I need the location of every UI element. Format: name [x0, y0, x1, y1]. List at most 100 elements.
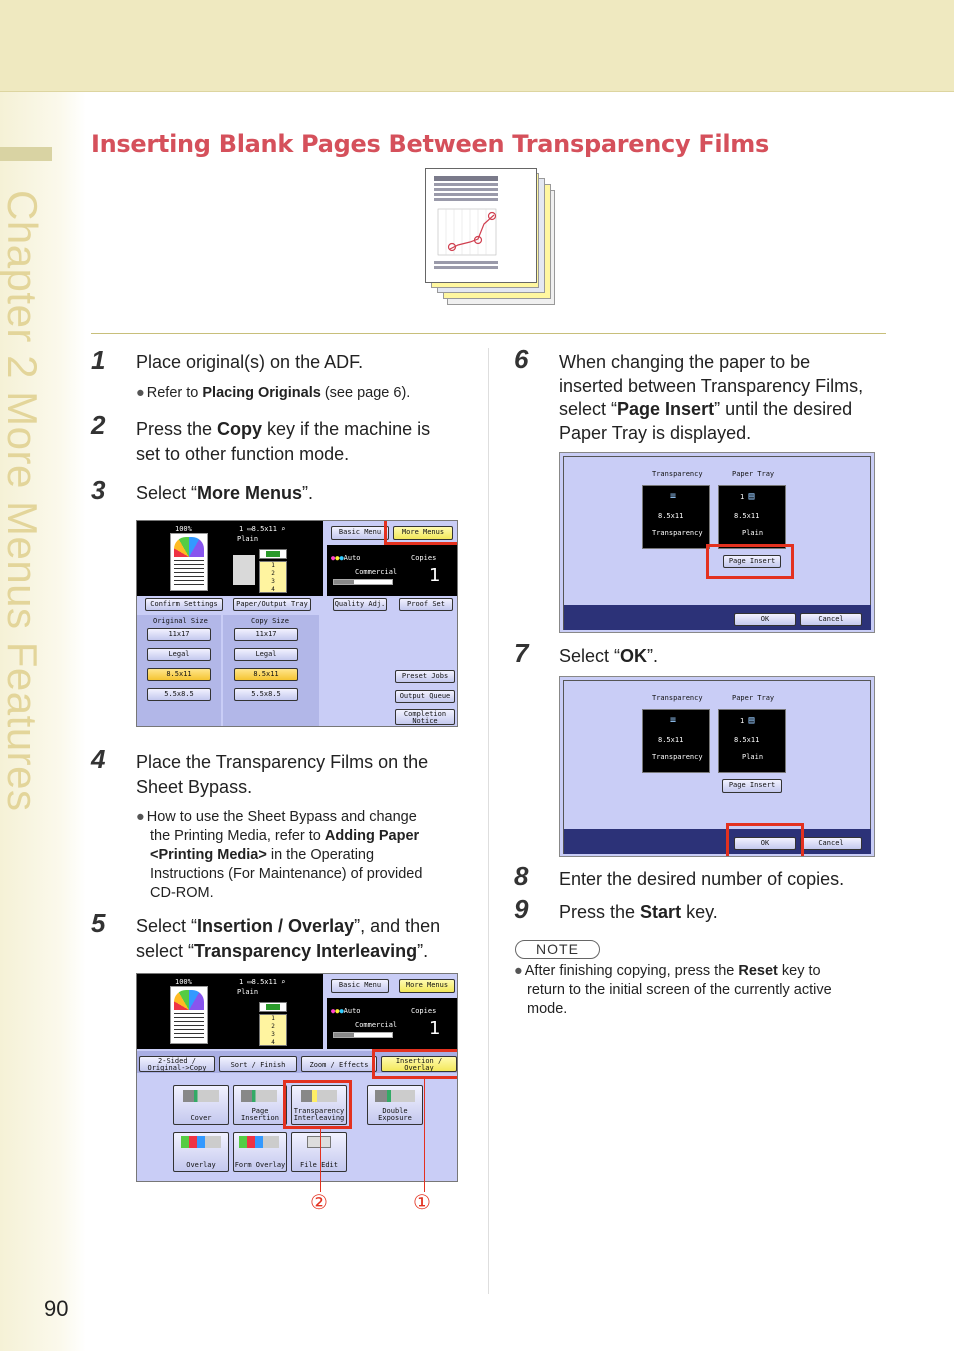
- original-size-label: Original Size: [153, 617, 208, 625]
- transparency-icon: ≡: [670, 715, 677, 726]
- quality-adj-button[interactable]: Quality Adj.: [333, 598, 387, 611]
- callout-line-1: [424, 1078, 425, 1192]
- top-band: [0, 0, 954, 92]
- ok-button[interactable]: OK: [734, 837, 796, 850]
- tab-zoom-effects[interactable]: Zoom / Effects: [301, 1056, 377, 1072]
- step-number: 9: [514, 894, 529, 924]
- step-bullet: ●Refer to Placing Originals (see page 6)…: [136, 385, 411, 401]
- output-queue-button[interactable]: Output Queue: [395, 690, 455, 703]
- highlight-insertion-overlay: [372, 1049, 457, 1079]
- paper-type-label: Plain: [237, 988, 259, 996]
- basic-menu-tab[interactable]: Basic Menu: [331, 979, 389, 993]
- tray-type: Plain: [742, 753, 764, 761]
- callout-1: ①: [413, 1192, 431, 1214]
- chapter-sidebar: [0, 92, 86, 1351]
- tray-type: Plain: [742, 529, 764, 537]
- chart-sheet-icon: [434, 176, 498, 269]
- tab-2-sided[interactable]: 2-Sided / Original->Copy: [139, 1056, 215, 1072]
- highlight-more-menus: [384, 521, 457, 545]
- highlight-page-insert: [706, 544, 794, 579]
- transparency-illustration: [425, 168, 555, 313]
- copy-size-letter[interactable]: 8.5x11: [234, 668, 298, 681]
- transparency-icon: ≡: [670, 491, 677, 502]
- transparency-size: 8.5x11: [658, 736, 684, 744]
- step-text: Press the Start key.: [559, 902, 718, 922]
- highlight-ok: [726, 823, 804, 856]
- orig-size-legal[interactable]: Legal: [147, 648, 211, 661]
- step-number: 4: [91, 744, 106, 774]
- paper-indicator: 1 ▭8.5x11 ⌕: [239, 978, 286, 986]
- tray-size: 8.5x11: [734, 512, 760, 520]
- transparency-type: Transparency: [652, 529, 703, 537]
- proof-set-button[interactable]: Proof Set: [399, 598, 453, 611]
- paper-output-tray-button[interactable]: Paper/Output Tray: [233, 598, 311, 611]
- step-bullet: ●How to use the Sheet Bypass and change …: [136, 809, 423, 901]
- orig-size-statement[interactable]: 5.5x8.5: [147, 688, 211, 701]
- copies-label: Copies: [411, 554, 437, 562]
- highlight-transparency-interleaving: [283, 1080, 352, 1129]
- step-number: 6: [514, 344, 529, 374]
- completion-notice-button[interactable]: Completion Notice: [395, 709, 455, 725]
- color-mode: ●●●Auto: [331, 1007, 361, 1015]
- page-insert-button[interactable]: Page Insert: [722, 779, 782, 793]
- step-number: 2: [91, 410, 106, 440]
- preset-jobs-button[interactable]: Preset Jobs: [395, 670, 455, 683]
- zoom-label: 100%: [175, 525, 192, 533]
- confirm-settings-button[interactable]: Confirm Settings: [145, 598, 223, 611]
- transparency-label: Transparency: [652, 470, 703, 478]
- color-mode: ●●●Auto: [331, 554, 361, 562]
- column-divider: [488, 348, 489, 1294]
- page-number: 90: [44, 1296, 69, 1321]
- transparency-size: 8.5x11: [658, 512, 684, 520]
- chapter-tab-marker: [0, 147, 52, 161]
- copy-size-legal[interactable]: Legal: [234, 648, 298, 661]
- copy-size-statement[interactable]: 5.5x8.5: [234, 688, 298, 701]
- transparency-screen-page-insert: Transparency Paper Tray ≡ 8.5x11 Transpa…: [559, 452, 875, 633]
- step-number: 7: [514, 638, 529, 668]
- step-text: Place original(s) on the ADF.: [136, 352, 364, 372]
- ok-button[interactable]: OK: [734, 613, 796, 626]
- basic-menu-tab[interactable]: Basic Menu: [331, 526, 389, 540]
- step-number: 3: [91, 475, 106, 505]
- paper-tray-label: Paper Tray: [732, 694, 775, 702]
- orig-size-letter[interactable]: 8.5x11: [147, 668, 211, 681]
- callout-line-2: [320, 1127, 321, 1192]
- tray-icon: 1 ▤: [740, 715, 755, 726]
- copy-size-11x17[interactable]: 11x17: [234, 628, 298, 641]
- quality-mode: Commercial: [355, 568, 398, 576]
- note-text: ●After finishing copying, press the Rese…: [514, 963, 832, 1017]
- tab-sort-finish[interactable]: Sort / Finish: [219, 1056, 297, 1072]
- copies-count: 1: [429, 1018, 441, 1039]
- more-menus-tab[interactable]: More Menus: [399, 979, 455, 993]
- tab-insertion-overlay[interactable]: Insertion / Overlay: [381, 1056, 457, 1072]
- transparency-type: Transparency: [652, 753, 703, 761]
- step-text: Enter the desired number of copies.: [559, 869, 845, 889]
- paper-tray-label: Paper Tray: [732, 470, 775, 478]
- step-number: 1: [91, 345, 106, 375]
- note-tag: NOTE: [515, 940, 600, 959]
- chapter-label: Chapter 2 More Menus Features: [0, 190, 46, 812]
- cancel-button[interactable]: Cancel: [800, 837, 862, 850]
- tray-size: 8.5x11: [734, 736, 760, 744]
- more-menus-tab[interactable]: More Menus: [393, 526, 453, 540]
- zoom-label: 100%: [175, 978, 192, 986]
- copy-size-label: Copy Size: [251, 617, 289, 625]
- paper-indicator: 1 ▭8.5x11 ⌕: [239, 525, 286, 533]
- cancel-button[interactable]: Cancel: [800, 613, 862, 626]
- quality-mode: Commercial: [355, 1021, 398, 1029]
- copies-label: Copies: [411, 1007, 437, 1015]
- tray-icon: 1 ▤: [740, 491, 755, 502]
- page-insert-button[interactable]: Page Insert: [723, 555, 781, 568]
- divider-line: [91, 333, 886, 334]
- paper-type-label: Plain: [237, 535, 259, 543]
- step-number: 5: [91, 908, 106, 938]
- section-title: Inserting Blank Pages Between Transparen…: [91, 130, 769, 158]
- orig-size-11x17[interactable]: 11x17: [147, 628, 211, 641]
- transparency-label: Transparency: [652, 694, 703, 702]
